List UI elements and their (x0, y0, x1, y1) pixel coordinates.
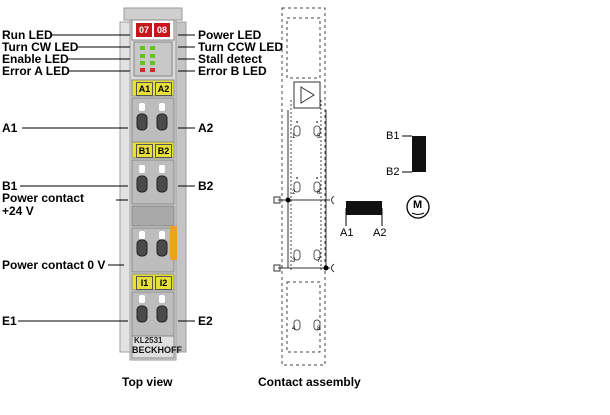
pin-4: 4 (292, 326, 296, 332)
label-power-led: Power LED (198, 28, 262, 42)
pin-8: 8 (317, 326, 321, 332)
led-badge-08: 08 (154, 23, 170, 37)
label-error-a-led: Error A LED (2, 64, 70, 78)
terminal-badge-a1: A1 (136, 82, 153, 96)
coil-label-a1: A1 (340, 227, 354, 239)
coil-b (412, 136, 426, 172)
caption-top-view: Top view (122, 375, 173, 389)
pin-6: 6 (317, 190, 321, 196)
brand-label: BECKHOFF (132, 345, 182, 355)
coil-label-a2: A2 (373, 227, 387, 239)
pin-1: 1 (292, 134, 296, 140)
label-power-contact-0v: Power contact 0 V (2, 258, 106, 272)
pin-2: 2 (292, 190, 296, 196)
label-power-contact: Power contact (2, 191, 85, 205)
label-run-led: Run LED (2, 28, 53, 42)
label-a2: A2 (198, 121, 214, 135)
led-badge-07: 07 (136, 23, 152, 37)
pin-5: 5 (317, 134, 321, 140)
label-enable-led: Enable LED (2, 52, 69, 66)
label-plus-24v: +24 V (2, 204, 34, 218)
led-power (150, 46, 155, 50)
label-e2: E2 (198, 314, 213, 328)
motor-letter: M (413, 199, 423, 211)
model-label: KL2531 (134, 336, 163, 345)
led-error-a (140, 68, 145, 72)
label-turn-ccw-led: Turn CCW LED (198, 40, 284, 54)
label-stall-detect: Stall detect (198, 52, 263, 66)
led-turn-cw (140, 54, 145, 58)
led-enable (140, 61, 145, 65)
terminal-badge-a2: A2 (155, 82, 172, 96)
led-turn-ccw (150, 54, 155, 58)
terminal-badge-i2: I2 (155, 276, 172, 290)
terminal-badge-b2: B2 (155, 144, 172, 158)
led-run (140, 46, 145, 50)
pin-7: 7 (317, 258, 321, 264)
led-stall (150, 61, 155, 65)
terminal-badge-i1: I1 (136, 276, 153, 290)
coil-a (346, 201, 382, 215)
led-error-b (150, 68, 155, 72)
label-b2: B2 (198, 179, 214, 193)
caption-contact-assembly: Contact assembly (258, 375, 361, 389)
power-contact-bar (170, 226, 177, 260)
label-a1: A1 (2, 121, 18, 135)
motor-symbol (406, 195, 430, 219)
label-b1: B1 (2, 179, 18, 193)
coil-label-b2: B2 (386, 166, 400, 178)
label-e1: E1 (2, 314, 17, 328)
terminal-badge-b1: B1 (136, 144, 153, 158)
label-error-b-led: Error B LED (198, 64, 267, 78)
pin-3: 3 (292, 258, 296, 264)
coil-label-b1: B1 (386, 130, 400, 142)
label-turn-cw-led: Turn CW LED (2, 40, 79, 54)
